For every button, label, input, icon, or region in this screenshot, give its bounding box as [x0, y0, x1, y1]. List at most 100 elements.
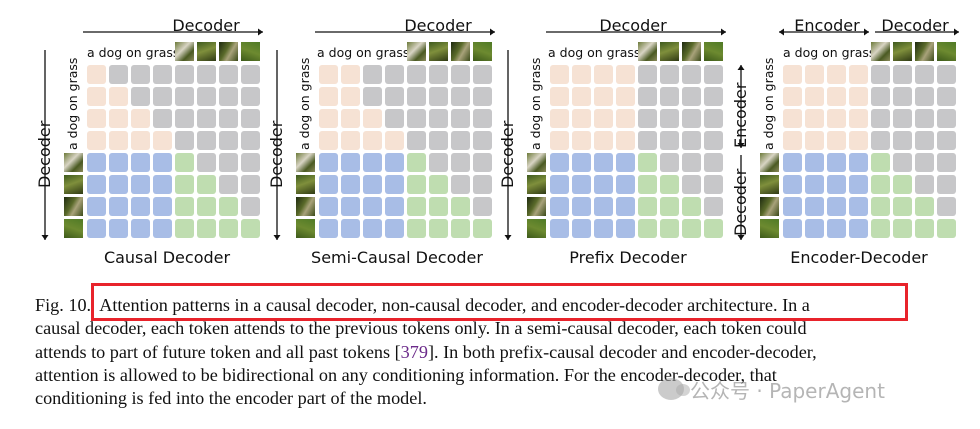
attention-cell — [783, 175, 802, 194]
attention-cell — [783, 131, 802, 150]
top-direction-arrow — [83, 28, 263, 36]
citation-link[interactable]: 379 — [400, 341, 428, 362]
attention-cell — [131, 219, 150, 238]
attention-cell — [109, 65, 128, 84]
attention-cell — [87, 153, 106, 172]
image-patch-thumbnail — [871, 42, 890, 61]
attention-cell — [451, 219, 470, 238]
watermark-text: 公众号 · PaperAgent — [690, 378, 885, 403]
attention-cell — [473, 131, 492, 150]
attention-cell — [937, 109, 956, 128]
image-patch-thumbnail — [64, 219, 83, 238]
image-patch-thumbnail — [451, 42, 470, 61]
attention-cell — [827, 131, 846, 150]
attention-cell — [572, 87, 591, 106]
attention-cell — [805, 219, 824, 238]
attention-cell — [805, 87, 824, 106]
top-encoder-arrow — [779, 28, 869, 36]
attention-cell — [153, 65, 172, 84]
attention-cell — [660, 109, 679, 128]
figure-label: Fig. 10. — [35, 295, 92, 315]
image-patch-thumbnail — [296, 175, 315, 194]
attention-cell — [385, 87, 404, 106]
attention-cell — [594, 197, 613, 216]
attention-cell — [197, 131, 216, 150]
panel-label: Semi-Causal Decoder — [311, 248, 483, 267]
attention-cell — [385, 131, 404, 150]
attention-cell — [594, 219, 613, 238]
attention-cell — [473, 219, 492, 238]
attention-cell — [473, 197, 492, 216]
image-patch-thumbnail — [760, 197, 779, 216]
image-patch-thumbnail — [893, 42, 912, 61]
attention-cell — [849, 175, 868, 194]
attention-cell — [451, 65, 470, 84]
attention-cell — [175, 153, 194, 172]
attention-cell — [805, 153, 824, 172]
attention-cell — [241, 131, 260, 150]
attention-cell — [682, 219, 701, 238]
attention-cell — [385, 109, 404, 128]
attention-cell — [682, 131, 701, 150]
attention-cell — [550, 87, 569, 106]
attention-cell — [473, 153, 492, 172]
attention-cell — [783, 153, 802, 172]
attention-cell — [937, 87, 956, 106]
attention-cell — [827, 197, 846, 216]
attention-cell — [109, 87, 128, 106]
caption-line-3-pre: attends to part of future token and all … — [35, 341, 401, 362]
attention-cell — [704, 87, 723, 106]
panel-top-title: Decoder — [172, 16, 240, 35]
attention-cell — [363, 219, 382, 238]
attention-cell — [704, 197, 723, 216]
attention-cell — [219, 197, 238, 216]
image-patch-thumbnail — [296, 153, 315, 172]
left-direction-arrow — [504, 50, 512, 240]
attention-cell — [893, 87, 912, 106]
attention-cell — [682, 65, 701, 84]
attention-cell — [937, 131, 956, 150]
attention-cell — [341, 131, 360, 150]
attention-cell — [616, 197, 635, 216]
prefix-decoder-panel: Decoder a dog on grass Decoder a dog on … — [498, 10, 738, 280]
attention-cell — [153, 219, 172, 238]
attention-cell — [363, 175, 382, 194]
attention-cell — [131, 109, 150, 128]
attention-cell — [937, 153, 956, 172]
attention-cell — [550, 109, 569, 128]
attention-cell — [594, 109, 613, 128]
attention-cell — [131, 65, 150, 84]
attention-cell — [638, 197, 657, 216]
top-direction-arrow — [315, 28, 495, 36]
attention-cell — [849, 197, 868, 216]
attention-cell — [241, 197, 260, 216]
attention-cell — [407, 197, 426, 216]
attention-cell — [616, 153, 635, 172]
attention-cell — [87, 65, 106, 84]
attention-cell — [783, 87, 802, 106]
attention-cell — [407, 109, 426, 128]
attention-cell — [429, 131, 448, 150]
image-patch-thumbnail — [638, 42, 657, 61]
attention-cell — [175, 197, 194, 216]
attention-cell — [849, 131, 868, 150]
caption-line-5: conditioning is fed into the encoder par… — [35, 388, 427, 409]
attention-cell — [893, 131, 912, 150]
panel-label: Prefix Decoder — [569, 248, 687, 267]
attention-cell — [429, 175, 448, 194]
attention-cell — [241, 175, 260, 194]
attention-cell — [341, 109, 360, 128]
attention-cell — [594, 153, 613, 172]
attention-cell — [660, 153, 679, 172]
image-patch-thumbnail — [407, 42, 426, 61]
attention-cell — [219, 109, 238, 128]
image-patch-thumbnail — [241, 42, 260, 61]
image-patch-thumbnail — [760, 175, 779, 194]
attention-cell — [219, 153, 238, 172]
attention-cell — [616, 175, 635, 194]
attention-cell — [937, 197, 956, 216]
attention-cell — [682, 153, 701, 172]
attention-cell — [871, 109, 890, 128]
attention-cell — [572, 175, 591, 194]
image-patch-thumbnail — [296, 219, 315, 238]
